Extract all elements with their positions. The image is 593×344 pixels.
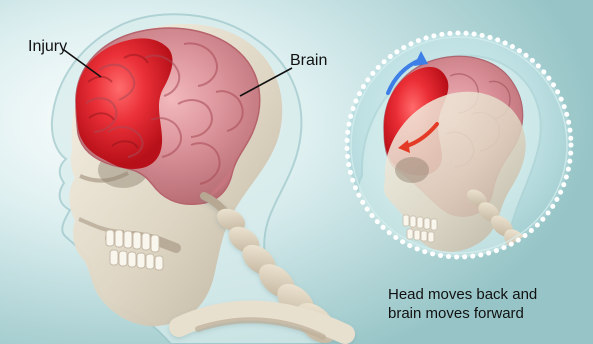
caption-line-2: brain moves forward: [388, 304, 568, 323]
brain-label: Brain: [290, 52, 327, 70]
caption-line-1: Head moves back and: [388, 285, 568, 304]
illustration-caption: Head moves back and brain moves forward: [388, 285, 568, 323]
injury-label: Injury: [28, 38, 67, 56]
